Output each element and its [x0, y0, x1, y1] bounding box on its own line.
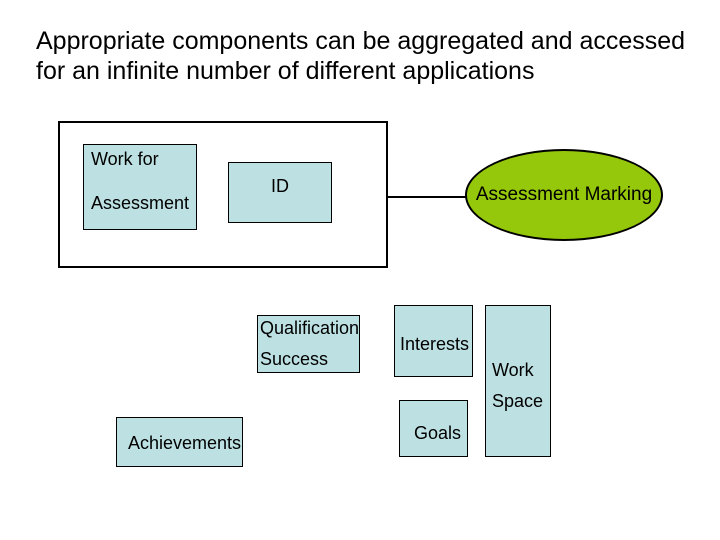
shape-work-for-assessment: Work for Assessment [83, 144, 197, 230]
shape-goals: Goals [399, 400, 468, 457]
shape-id: ID [228, 162, 332, 223]
shape-achievements: Achievements [116, 417, 243, 467]
work-space-label-line1: Work [492, 360, 534, 380]
shape-work-space: Work Space [485, 305, 551, 457]
slide-title: Appropriate components can be aggregated… [36, 26, 685, 86]
shape-interests: Interests [394, 305, 473, 377]
id-label: ID [271, 176, 289, 196]
connector-line [388, 196, 466, 198]
slide-title-line2: for an infinite number of different appl… [36, 57, 535, 85]
slide-title-line1: Appropriate components can be aggregated… [36, 27, 686, 55]
shape-assessment-marking: Assessment Marking [465, 149, 663, 241]
interests-label: Interests [400, 334, 470, 354]
goals-label: Goals [414, 423, 462, 443]
aggregation-container-rectangle [58, 121, 388, 268]
assessment-marking-label: Assessment Marking [475, 184, 653, 205]
work-for-assessment-label-line1: Work for [91, 149, 159, 169]
work-space-label-line2: Space [492, 391, 544, 411]
work-for-assessment-label-line2: Assessment [91, 193, 190, 213]
qualification-success-label-line1: Qualification [260, 318, 360, 338]
shape-qualification-success: Qualification Success [257, 315, 360, 373]
qualification-success-label-line2: Success [260, 349, 329, 369]
achievements-label: Achievements [128, 433, 242, 453]
